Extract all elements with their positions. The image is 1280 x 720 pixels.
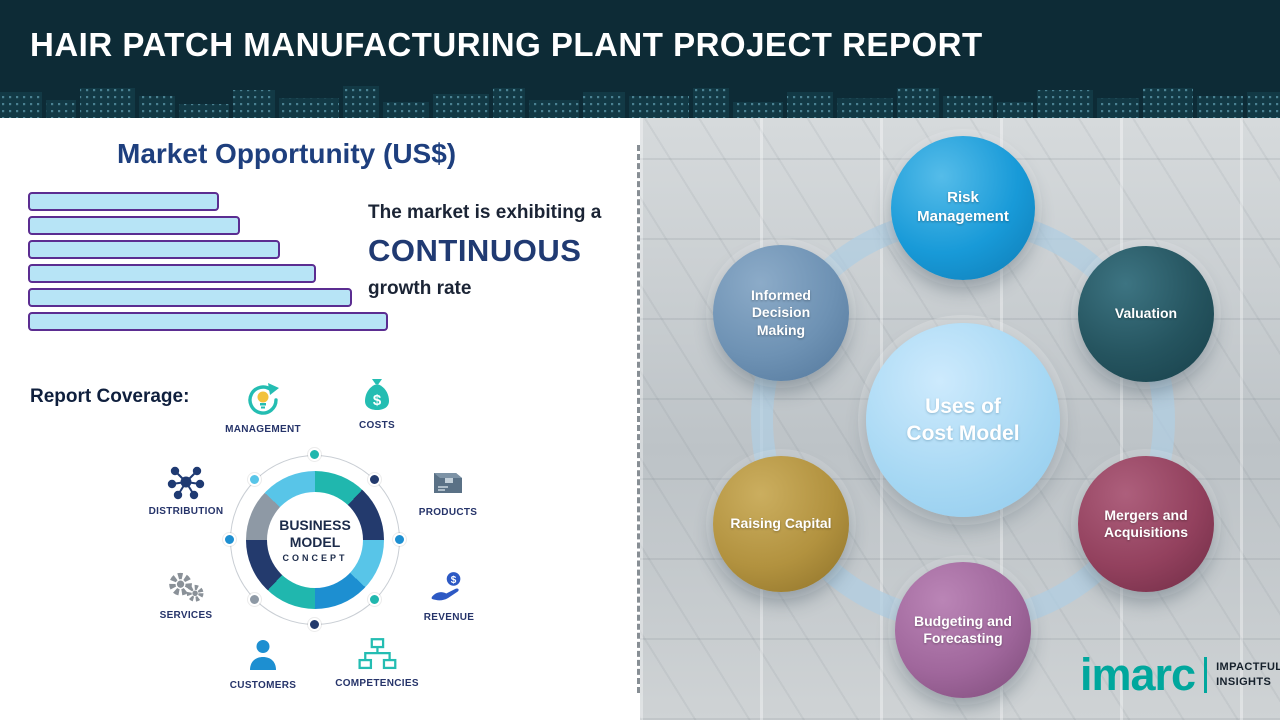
bar [28,240,280,259]
svg-text:$: $ [373,392,382,409]
market-text-highlight: CONTINUOUS [368,233,582,268]
cost-model-node: Mergers and Acquisitions [1078,456,1214,592]
business-model-item-label: MANAGEMENT [225,424,301,435]
ring-dot [368,593,381,606]
business-model-item: $ REVENUE [403,568,495,623]
cost-model-node-label: Risk Management [917,189,1009,225]
cost-model-center-line1: Uses of [925,394,1001,418]
business-model-word-1: BUSINESS [279,517,351,534]
business-model-item-label: PRODUCTS [418,507,478,518]
cost-model-node-label: Valuation [1114,305,1178,322]
cost-model-node: Valuation [1078,246,1214,382]
services-icon [166,566,206,606]
business-model-diagram: BUSINESS MODEL CONCEPT [223,448,406,631]
business-model-item-label: COSTS [359,420,395,431]
imarc-logo-tagline: IMPACTFUL INSIGHTS [1216,660,1280,689]
ring-dot [308,618,321,631]
svg-text:$: $ [451,575,457,586]
business-model-word-3: CONCEPT [282,552,348,563]
ring-dot [393,533,406,546]
products-icon [428,463,468,503]
ring-dot [368,473,381,486]
business-model-ring [246,471,384,609]
bar [28,192,219,211]
imarc-logo: imarc IMPACTFUL INSIGHTS [1080,652,1280,697]
cost-model-node: Informed Decision Making [713,245,849,381]
cost-model-node-label: Budgeting and Forecasting [914,612,1012,647]
cost-model-node-label: Raising Capital [730,515,832,532]
business-model-item: CUSTOMERS [217,636,309,691]
cost-model-node: Budgeting and Forecasting [895,562,1031,698]
business-model-item-label: CUSTOMERS [229,680,297,691]
bar [28,216,240,235]
header: HAIR PATCH MANUFACTURING PLANT PROJECT R… [0,0,1280,118]
market-growth-text: The market is exhibiting a CONTINUOUS gr… [368,202,630,300]
page-title: HAIR PATCH MANUFACTURING PLANT PROJECT R… [30,26,983,63]
business-model-item-label: DISTRIBUTION [148,506,224,517]
business-model-item: PRODUCTS [402,463,494,518]
bar [28,312,388,331]
ring-dot [223,533,236,546]
panel-divider [637,145,640,693]
revenue-icon: $ [429,568,469,608]
cost-model-center-node: Uses of Cost Model [866,323,1060,517]
bar [28,288,352,307]
ring-dot [308,448,321,461]
ring-dot [248,593,261,606]
competencies-icon [357,634,397,674]
business-model-word-2: MODEL [289,533,341,550]
customers-icon [243,636,283,676]
cost-model-node-label: Mergers and Acquisitions [1103,506,1188,541]
imarc-logo-wordmark: imarc [1080,649,1196,700]
cost-model-node: Raising Capital [713,456,849,592]
business-model-item: DISTRIBUTION [140,462,232,517]
city-skyline-graphic [0,86,1280,118]
business-model-item: MANAGEMENT [217,380,309,435]
market-text-line1: The market is exhibiting a [368,202,602,223]
cost-model-center-line2: Cost Model [906,422,1020,445]
imarc-tagline-line2: INSIGHTS [1216,675,1272,688]
distribution-icon [166,462,206,502]
left-panel: Market Opportunity (US$) The market is e… [0,118,640,720]
imarc-tagline-line1: IMPACTFUL [1216,661,1280,674]
cost-model-node: Risk Management [891,136,1035,280]
bar-chart [28,192,388,336]
section-title: Market Opportunity (US$) [117,138,457,169]
costs-icon: $ [357,376,397,416]
business-model-center-label: BUSINESS MODEL CONCEPT [260,485,370,595]
imarc-logo-separator [1204,656,1208,693]
business-model-item-label: REVENUE [423,612,475,623]
business-model-item: $ COSTS [331,376,423,431]
business-model-item: COMPETENCIES [331,634,423,689]
report-coverage-label: Report Coverage: [30,386,190,407]
management-icon [243,380,283,420]
business-model-item-label: SERVICES [159,610,213,621]
cost-model-node-label: Informed Decision Making [751,286,811,338]
bar [28,264,316,283]
business-model-item: SERVICES [140,566,232,621]
business-model-item-label: COMPETENCIES [335,678,419,689]
ring-dot [248,473,261,486]
market-text-line2: growth rate [368,278,472,299]
